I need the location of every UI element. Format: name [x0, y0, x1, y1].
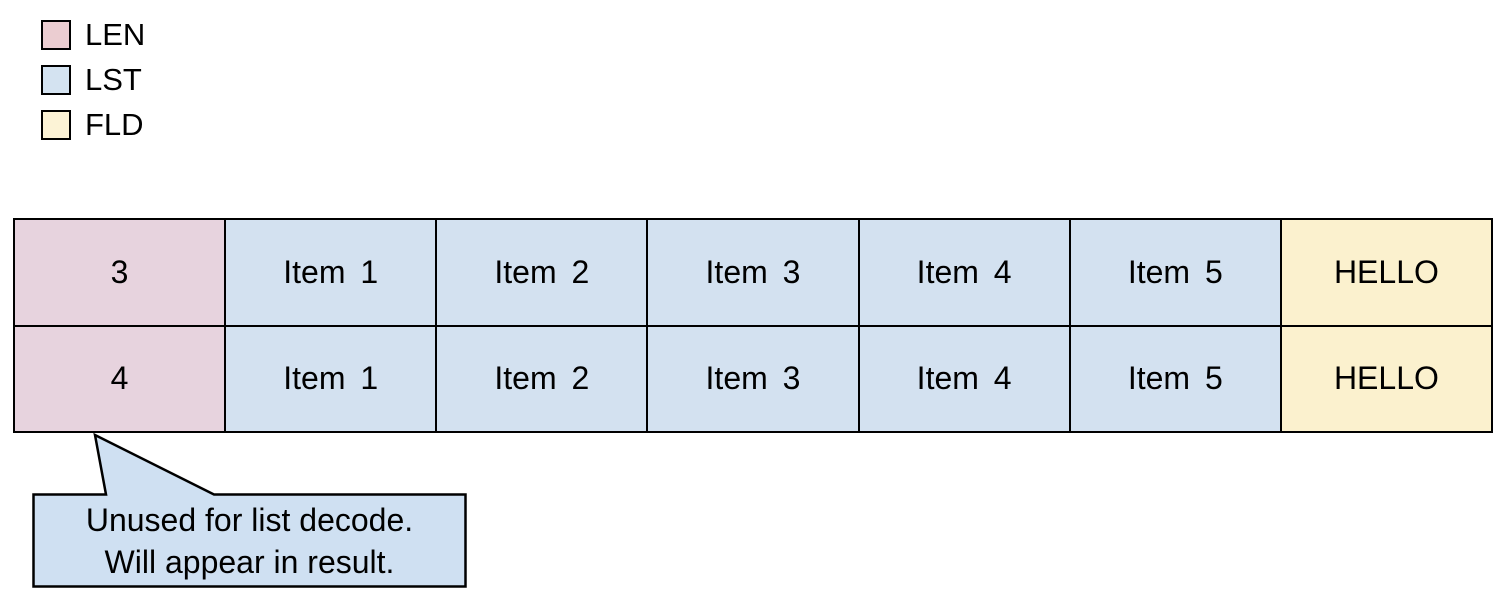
legend-label-lst: LST: [85, 62, 142, 97]
len-cell: 3: [14, 219, 226, 326]
lst-color-swatch: [41, 65, 71, 95]
list-item-cell: Item 1: [225, 219, 437, 326]
list-item-cell: Item 2: [436, 325, 648, 432]
len-color-swatch: [41, 20, 71, 50]
legend-item-fld: FLD: [41, 107, 145, 142]
record-table: 3 Item 1 Item 2 Item 3 Item 4 Item 5 HEL…: [13, 218, 1493, 433]
list-item-cell: Item 4: [858, 325, 1070, 432]
callout-note: Unused for list decode. Will appear in r…: [33, 496, 466, 586]
list-item-cell: Item 2: [436, 219, 648, 326]
legend-item-lst: LST: [41, 62, 145, 97]
legend: LEN LST FLD: [41, 17, 146, 142]
fld-color-swatch: [41, 110, 71, 140]
callout-note-line2: Will appear in result.: [104, 544, 395, 580]
field-cell: HELLO: [1280, 325, 1492, 432]
list-item-cell: Item 3: [647, 325, 859, 432]
list-item-cell: Item 5: [1069, 325, 1281, 432]
list-item-cell: Item 1: [225, 325, 437, 432]
list-item-cell: Item 3: [647, 219, 859, 326]
legend-label-fld: FLD: [85, 107, 144, 142]
callout-note-line1: Unused for list decode.: [85, 502, 414, 538]
len-cell: 4: [14, 325, 226, 432]
list-item-cell: Item 5: [1069, 219, 1281, 326]
legend-item-len: LEN: [41, 17, 146, 52]
list-item-cell: Item 4: [858, 219, 1070, 326]
legend-label-len: LEN: [85, 17, 146, 52]
field-cell: HELLO: [1280, 219, 1492, 326]
